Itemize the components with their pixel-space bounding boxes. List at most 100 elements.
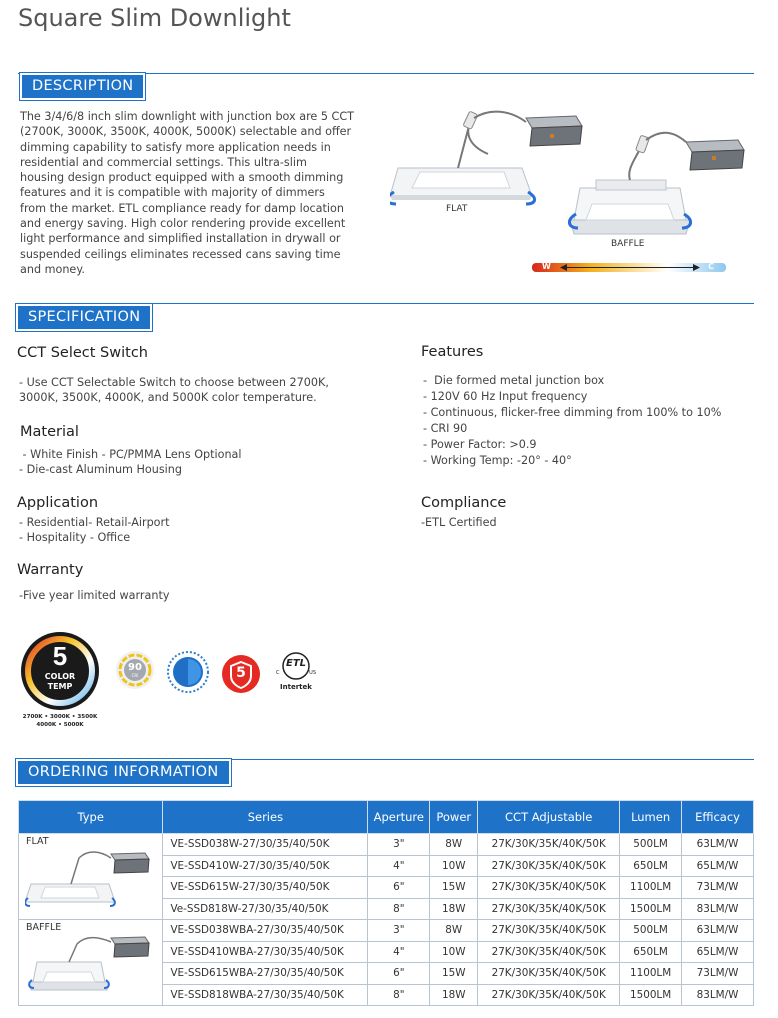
five-color-temp-badge: 5 COLOR TEMP xyxy=(20,631,100,711)
type-label: BAFFLE xyxy=(26,922,62,933)
description-line: suspended ceilings eliminates recessed c… xyxy=(20,247,341,261)
description-text: The 3/4/6/8 inch slim downlight with jun… xyxy=(20,109,372,277)
baffle-downlight-image xyxy=(568,131,745,235)
spec-line: - Working Temp: -20° - 40° xyxy=(423,454,572,467)
aperture-cell: 3" xyxy=(367,833,431,856)
flat-label: FLAT xyxy=(446,204,468,214)
type-label: FLAT xyxy=(26,836,49,847)
page-title: Square Slim Downlight xyxy=(18,4,291,32)
aperture-cell: 3" xyxy=(367,919,431,942)
dimmable-icon xyxy=(167,651,209,693)
cct-cell: 27K/30K/35K/40K/50K xyxy=(477,854,621,877)
power-cell: 15W xyxy=(429,962,479,985)
efficacy-cell: 83LM/W xyxy=(681,983,754,1006)
power-cell: 15W xyxy=(429,876,479,899)
gradient-cool-label: C xyxy=(708,262,714,271)
compliance-body: -ETL Certified xyxy=(421,516,497,531)
features-heading: Features xyxy=(421,344,484,360)
spec-line: - Die formed metal junction box xyxy=(423,374,605,387)
lumen-cell: 650LM xyxy=(619,940,683,963)
section-specification-heading: SPECIFICATION xyxy=(16,304,153,331)
lumen-cell: 1500LM xyxy=(619,983,683,1006)
etl-us-mark: US xyxy=(309,670,316,676)
cct-cell: 27K/30K/35K/40K/50K xyxy=(477,962,621,985)
description-line: The 3/4/6/8 inch slim downlight with jun… xyxy=(20,110,355,123)
double-arrow-icon xyxy=(560,264,700,271)
cct-heading: CCT Select Switch xyxy=(17,345,148,361)
description-line: (2700K, 3000K, 3500K, 4000K, 5000K) sele… xyxy=(20,125,352,139)
series-cell: VE-SSD615W-27/30/35/40/50K xyxy=(162,876,369,899)
cct-badge-label1: COLOR xyxy=(44,672,76,681)
spec-line: - Die-cast Aluminum Housing xyxy=(19,462,182,476)
section-divider xyxy=(18,759,754,760)
column-header: CCT Adjustable xyxy=(477,800,621,834)
description-line: features and it is compatible with major… xyxy=(20,186,325,200)
spec-line: - Hospitality - Office xyxy=(19,530,131,544)
spec-line: - 120V 60 Hz Input frequency xyxy=(423,390,588,403)
efficacy-cell: 83LM/W xyxy=(681,897,754,920)
type-cell: BAFFLE xyxy=(17,919,164,1006)
description-line: housing design product equipped with a s… xyxy=(20,171,344,185)
column-header: Series xyxy=(162,800,369,834)
power-cell: 18W xyxy=(429,897,479,920)
power-cell: 8W xyxy=(429,919,479,942)
section-ordering-heading: ORDERING INFORMATION xyxy=(16,759,231,786)
spec-line: - Residential- Retail-Airport xyxy=(19,516,170,529)
etl-brand-text: Intertek xyxy=(280,683,312,691)
cct-cell: 27K/30K/35K/40K/50K xyxy=(477,897,621,920)
efficacy-cell: 63LM/W xyxy=(681,919,754,942)
spec-line: - Use CCT Selectable Switch to choose be… xyxy=(19,376,329,389)
series-cell: VE-SSD038WBA-27/30/35/40/50K xyxy=(162,919,369,942)
baffle-thumbnail-image xyxy=(28,936,150,991)
description-line: residential and commercial settings. Thi… xyxy=(20,155,307,169)
efficacy-cell: 63LM/W xyxy=(681,833,754,856)
power-cell: 10W xyxy=(429,854,479,877)
warranty-body: -Five year limited warranty xyxy=(19,589,169,604)
efficacy-cell: 73LM/W xyxy=(681,962,754,985)
power-cell: 18W xyxy=(429,983,479,1006)
cct-cell: 27K/30K/35K/40K/50K xyxy=(477,919,621,942)
gradient-warm-label: W xyxy=(542,262,551,271)
efficacy-cell: 65LM/W xyxy=(681,854,754,877)
application-heading: Application xyxy=(17,495,99,511)
material-heading: Material xyxy=(20,424,79,440)
product-illustration xyxy=(390,110,745,235)
cct-body: - Use CCT Selectable Switch to choose be… xyxy=(19,376,329,405)
features-body: - Die formed metal junction box - 120V 6… xyxy=(423,373,721,469)
spec-line: 3000K, 3500K, 4000K, and 5000K color tem… xyxy=(19,390,317,404)
material-body: - White Finish - PC/PMMA Lens Optional -… xyxy=(19,448,242,477)
cct-badge-caption: 2700K • 3000K • 3500K 4000K • 5000K xyxy=(20,713,100,729)
ordering-table: Type Series Aperture Power CCT Adjustabl… xyxy=(17,800,754,1006)
warranty-heading: Warranty xyxy=(17,562,84,578)
etl-c-mark: C xyxy=(276,670,280,676)
description-line: and energy saving. High color rendering … xyxy=(20,217,346,231)
cri-label: CRI xyxy=(131,673,139,678)
cct-cell: 27K/30K/35K/40K/50K xyxy=(477,940,621,963)
power-cell: 10W xyxy=(429,940,479,963)
series-cell: Ve-SSD818W-27/30/35/40/50K xyxy=(162,897,369,920)
spec-line: - Continuous, flicker-free dimming from … xyxy=(423,406,722,419)
table-header-row: Type Series Aperture Power CCT Adjustabl… xyxy=(17,800,754,834)
cct-caption-line: 4000K • 5000K xyxy=(36,722,84,728)
description-line: from the market. ETL compliance ready fo… xyxy=(20,201,344,215)
spec-line: - White Finish - PC/PMMA Lens Optional xyxy=(19,448,242,461)
column-header: Efficacy xyxy=(681,800,754,834)
lumen-cell: 1100LM xyxy=(619,876,683,899)
aperture-cell: 8" xyxy=(367,897,431,920)
flat-downlight-image xyxy=(390,110,583,206)
aperture-cell: 8" xyxy=(367,983,431,1006)
cct-gradient-bar: W C xyxy=(532,262,726,272)
cct-cell: 27K/30K/35K/40K/50K xyxy=(477,983,621,1006)
etl-mark-text: ETL xyxy=(285,658,307,669)
lumen-cell: 500LM xyxy=(619,919,683,942)
spec-line: - Power Factor: >0.9 xyxy=(423,438,537,451)
cri-value: 90 xyxy=(128,662,142,673)
aperture-cell: 4" xyxy=(367,854,431,877)
five-year-warranty-icon: 5 xyxy=(221,654,261,694)
column-header: Aperture xyxy=(367,800,431,834)
cri-90-badge: 90 CRI xyxy=(115,650,155,690)
